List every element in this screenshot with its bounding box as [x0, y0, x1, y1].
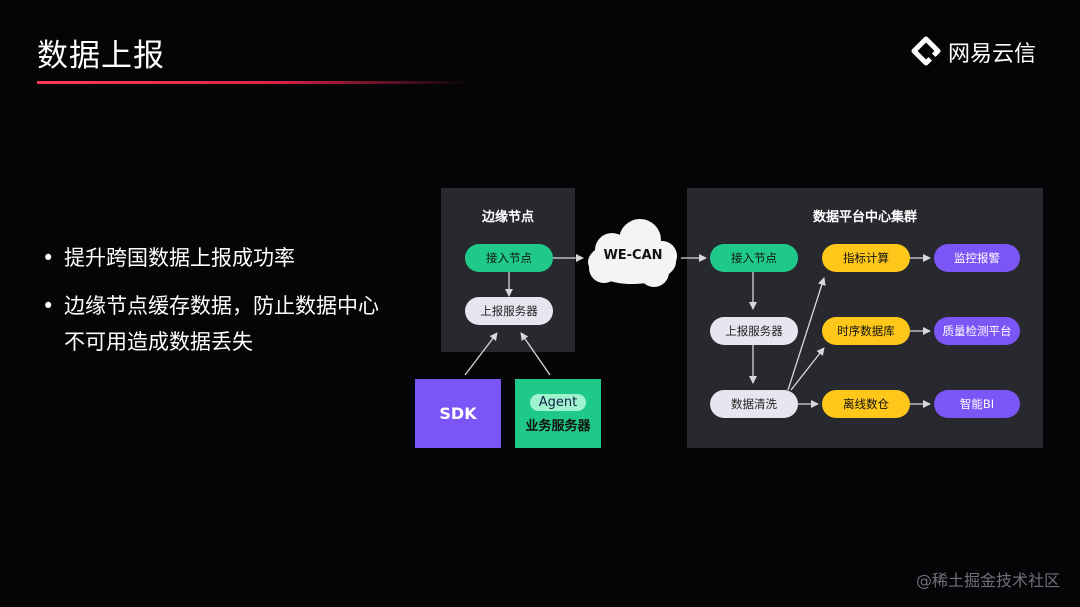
- brand-logo: 网易云信: [910, 36, 1036, 68]
- we-can-label: WE-CAN: [603, 248, 663, 263]
- smart-bi-node: 智能BI: [934, 390, 1020, 418]
- dc-access-node: 接入节点: [710, 244, 798, 272]
- sdk-label: SDK: [439, 404, 477, 423]
- watermark: @稀土掘金技术社区: [915, 571, 1060, 590]
- business-server-box: Agent 业务服务器: [515, 379, 601, 448]
- monitor-alert-node: 监控报警: [934, 244, 1020, 272]
- dc-panel-title: 数据平台中心集群: [812, 210, 917, 225]
- sdk-box: SDK: [415, 379, 501, 448]
- dc-report-server: 上报服务器: [710, 317, 798, 345]
- edge-report-server: 上报服务器: [465, 297, 553, 325]
- metric-calc-node: 指标计算: [822, 244, 910, 272]
- netease-logo-icon: [911, 36, 941, 66]
- quality-platform-node: 质量检测平台: [934, 317, 1020, 345]
- tsdb-node: 时序数据库: [822, 317, 910, 345]
- title-underline: [37, 81, 469, 84]
- agent-badge: Agent: [529, 393, 587, 411]
- edge-panel-title: 边缘节点: [481, 210, 534, 225]
- business-server-label: 业务服务器: [525, 418, 591, 434]
- offline-dw-node: 离线数仓: [822, 390, 910, 418]
- edge-access-node: 接入节点: [465, 244, 553, 272]
- page-title: 数据上报: [37, 38, 165, 74]
- bullet-item: 提升跨国数据上报成功率: [42, 240, 379, 276]
- logo-text: 网易云信: [948, 42, 1037, 67]
- bullet-line: 不可用造成数据丢失: [64, 330, 253, 354]
- data-clean-node: 数据清洗: [710, 390, 798, 418]
- bullet-line: 边缘节点缓存数据，防止数据中心: [64, 294, 379, 318]
- we-can-cloud: [588, 219, 677, 287]
